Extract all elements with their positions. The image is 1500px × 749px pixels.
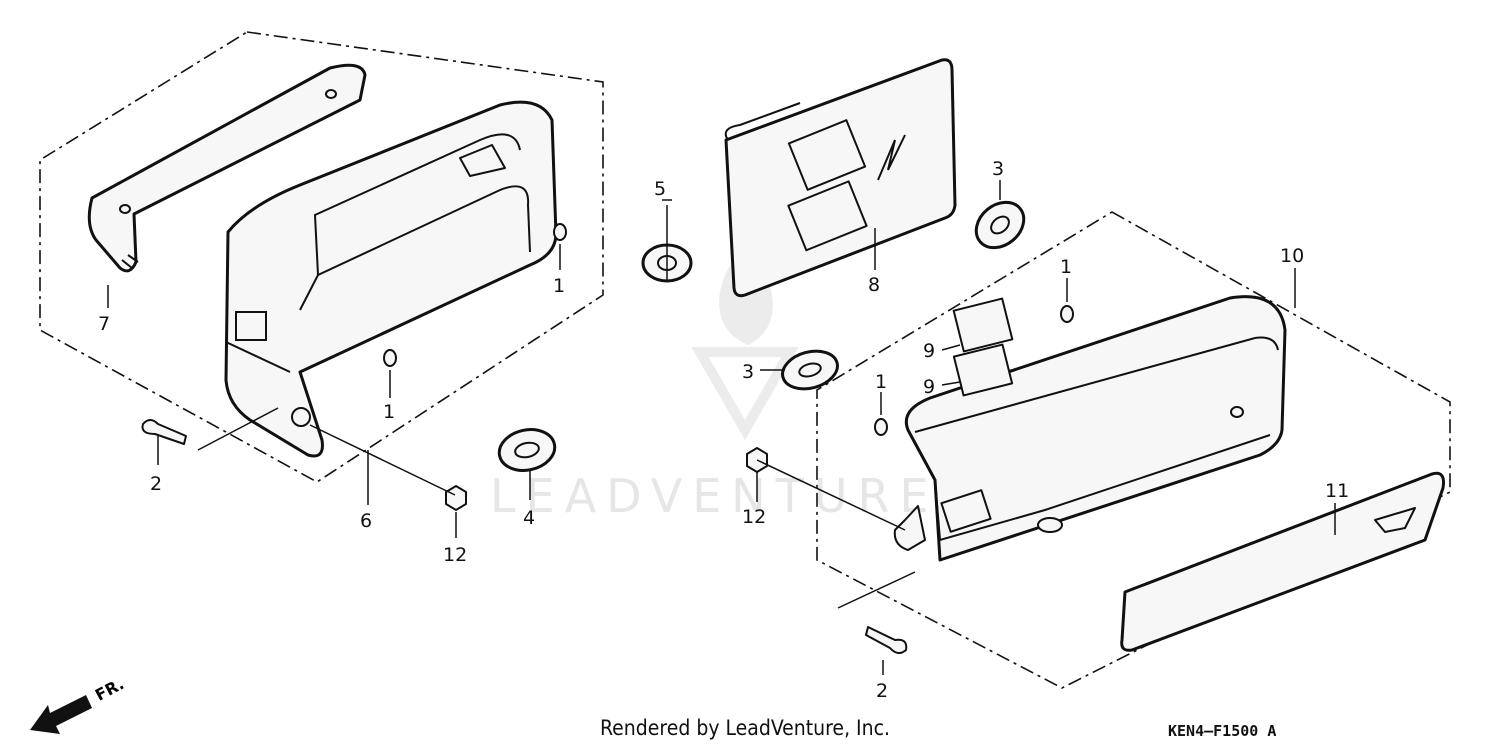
callout-numbers: 7 1 1 2 6 12 4 5 8 3 1 3 9 9 1 12 10 11 … bbox=[98, 158, 1349, 702]
right-assembly-outline bbox=[816, 211, 1451, 689]
callout-1-lower-right: 1 bbox=[875, 371, 887, 393]
callout-3-lower: 3 bbox=[742, 361, 754, 383]
callout-8: 8 bbox=[868, 274, 880, 296]
leader-lines bbox=[107, 180, 1336, 675]
callout-2-left: 2 bbox=[150, 473, 162, 495]
callout-9-upper: 9 bbox=[923, 340, 935, 362]
callout-1-upper-left: 1 bbox=[553, 275, 565, 297]
callout-12-right: 12 bbox=[742, 506, 766, 528]
callout-9-lower: 9 bbox=[923, 376, 935, 398]
diagram-code: KEN4–F1500 A bbox=[1168, 722, 1277, 740]
callout-1-lower-left: 1 bbox=[383, 401, 395, 423]
part-7-bracket[interactable] bbox=[87, 63, 367, 273]
part-2-screw-instances[interactable] bbox=[141, 419, 908, 654]
rendered-by-credit: Rendered by LeadVenture, Inc. bbox=[600, 716, 890, 740]
part-8-panel[interactable] bbox=[724, 58, 957, 298]
callout-12-left: 12 bbox=[443, 544, 467, 566]
part-11-trim-strip[interactable] bbox=[1120, 471, 1445, 652]
part-3-grommet-upper[interactable] bbox=[967, 193, 1033, 257]
part-9-reflector-upper[interactable] bbox=[952, 297, 1014, 353]
part-12-nut-instances[interactable] bbox=[445, 447, 768, 511]
callout-2-right: 2 bbox=[876, 680, 888, 702]
callout-6: 6 bbox=[360, 510, 372, 532]
left-assembly-outline bbox=[39, 31, 604, 483]
callout-7: 7 bbox=[98, 313, 110, 335]
watermark: LEADVENTURE bbox=[490, 258, 939, 523]
callout-11: 11 bbox=[1325, 480, 1349, 502]
part-10-right-side-cover[interactable] bbox=[893, 295, 1287, 562]
callout-1-upper-right: 1 bbox=[1060, 256, 1072, 278]
callout-3-upper: 3 bbox=[992, 158, 1004, 180]
front-direction-arrow-icon bbox=[30, 695, 92, 734]
callout-4: 4 bbox=[523, 507, 535, 529]
part-3-grommet-lower[interactable] bbox=[778, 345, 841, 394]
callout-10: 10 bbox=[1280, 245, 1304, 267]
part-6-left-side-cover[interactable] bbox=[224, 100, 558, 458]
part-9-reflector-lower[interactable] bbox=[952, 343, 1014, 397]
part-1-clip-instances[interactable] bbox=[383, 223, 1074, 436]
watermark-text: LEADVENTURE bbox=[490, 469, 939, 523]
callout-5: 5 bbox=[654, 178, 666, 200]
part-4-grommet[interactable] bbox=[495, 425, 558, 476]
